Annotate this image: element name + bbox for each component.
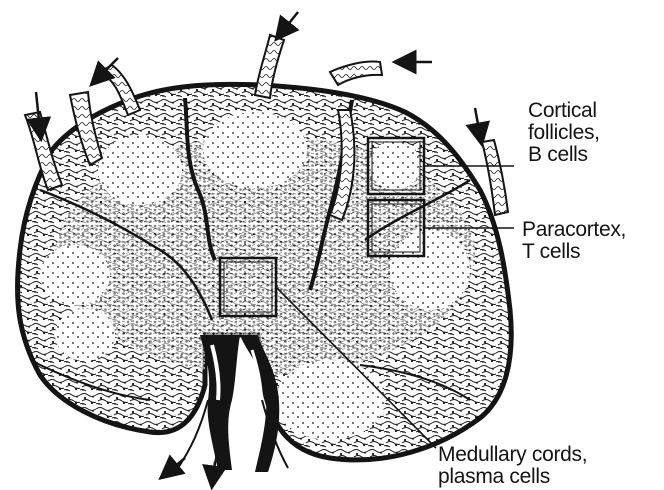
arrow-afferent xyxy=(475,108,480,135)
label-line: plasma cells xyxy=(438,465,550,488)
label-line: Medullary cords, xyxy=(438,443,587,466)
label-line: Cortical xyxy=(528,99,597,122)
arrow-afferent xyxy=(282,12,298,32)
follicle xyxy=(390,230,470,310)
arrow-efferent xyxy=(168,458,185,472)
label-medullary-cords: Medullary cords, plasma cells xyxy=(438,444,587,488)
arrow-efferent xyxy=(213,462,215,478)
follicle xyxy=(40,245,110,305)
follicle xyxy=(370,140,420,190)
follicle xyxy=(98,135,182,205)
label-paracortex: Paracortex, T cells xyxy=(522,219,626,263)
follicle xyxy=(55,309,115,361)
label-line: T cells xyxy=(522,240,580,263)
follicle xyxy=(203,112,307,188)
label-line: Paracortex, xyxy=(522,218,626,241)
label-line: B cells xyxy=(528,143,588,166)
label-line: follicles, xyxy=(528,121,600,144)
label-cortical-follicles: Cortical follicles, B cells xyxy=(528,100,600,166)
follicle xyxy=(275,360,385,440)
